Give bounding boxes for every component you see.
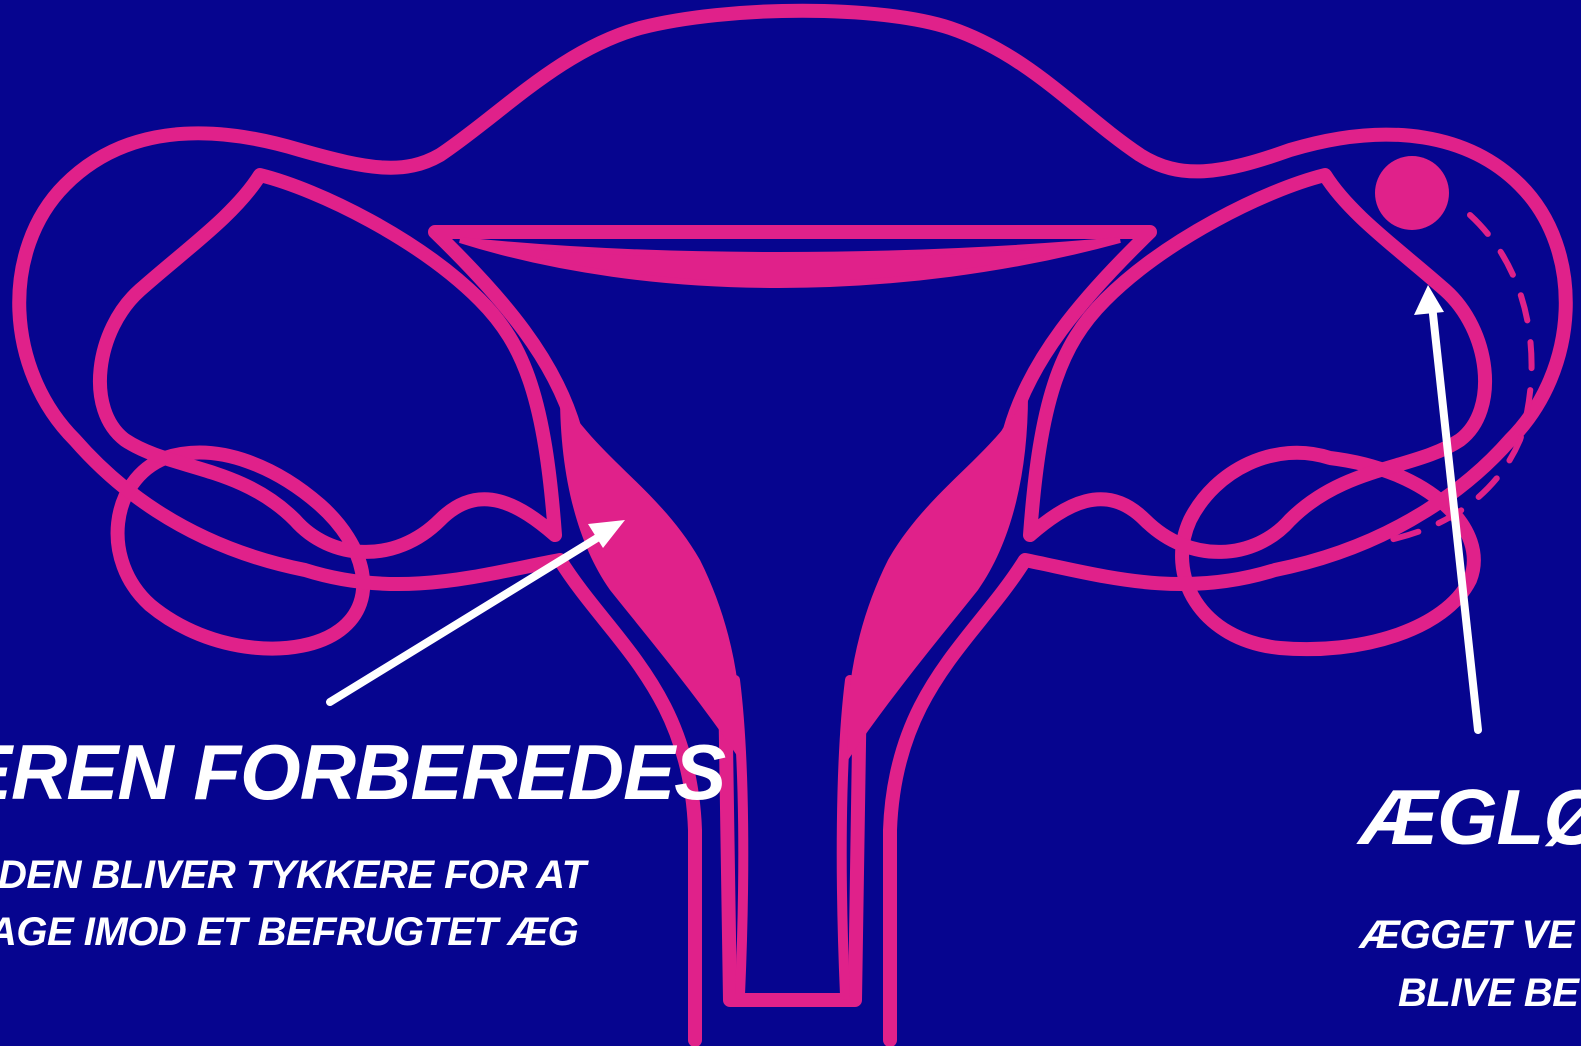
right-heading: ÆGLØ bbox=[1360, 778, 1581, 856]
endometrium-top bbox=[460, 240, 1120, 285]
left-description-line-1: DEN BLIVER TYKKERE FOR AT bbox=[0, 855, 586, 895]
endometrium-left bbox=[560, 395, 741, 760]
right-description-line-1: ÆGGET VE bbox=[1360, 915, 1574, 955]
egg bbox=[1375, 156, 1449, 230]
left-description-line-2: AGE IMOD ET BEFRUGTET ÆG bbox=[0, 912, 578, 952]
left-heading: EREN FORBEREDES bbox=[0, 733, 725, 811]
right-description-line-2: BLIVE BE bbox=[1398, 973, 1578, 1013]
endometrium-right bbox=[847, 395, 1028, 760]
arrow-left-shaft bbox=[330, 535, 602, 702]
arrow-right-shaft bbox=[1432, 305, 1478, 730]
